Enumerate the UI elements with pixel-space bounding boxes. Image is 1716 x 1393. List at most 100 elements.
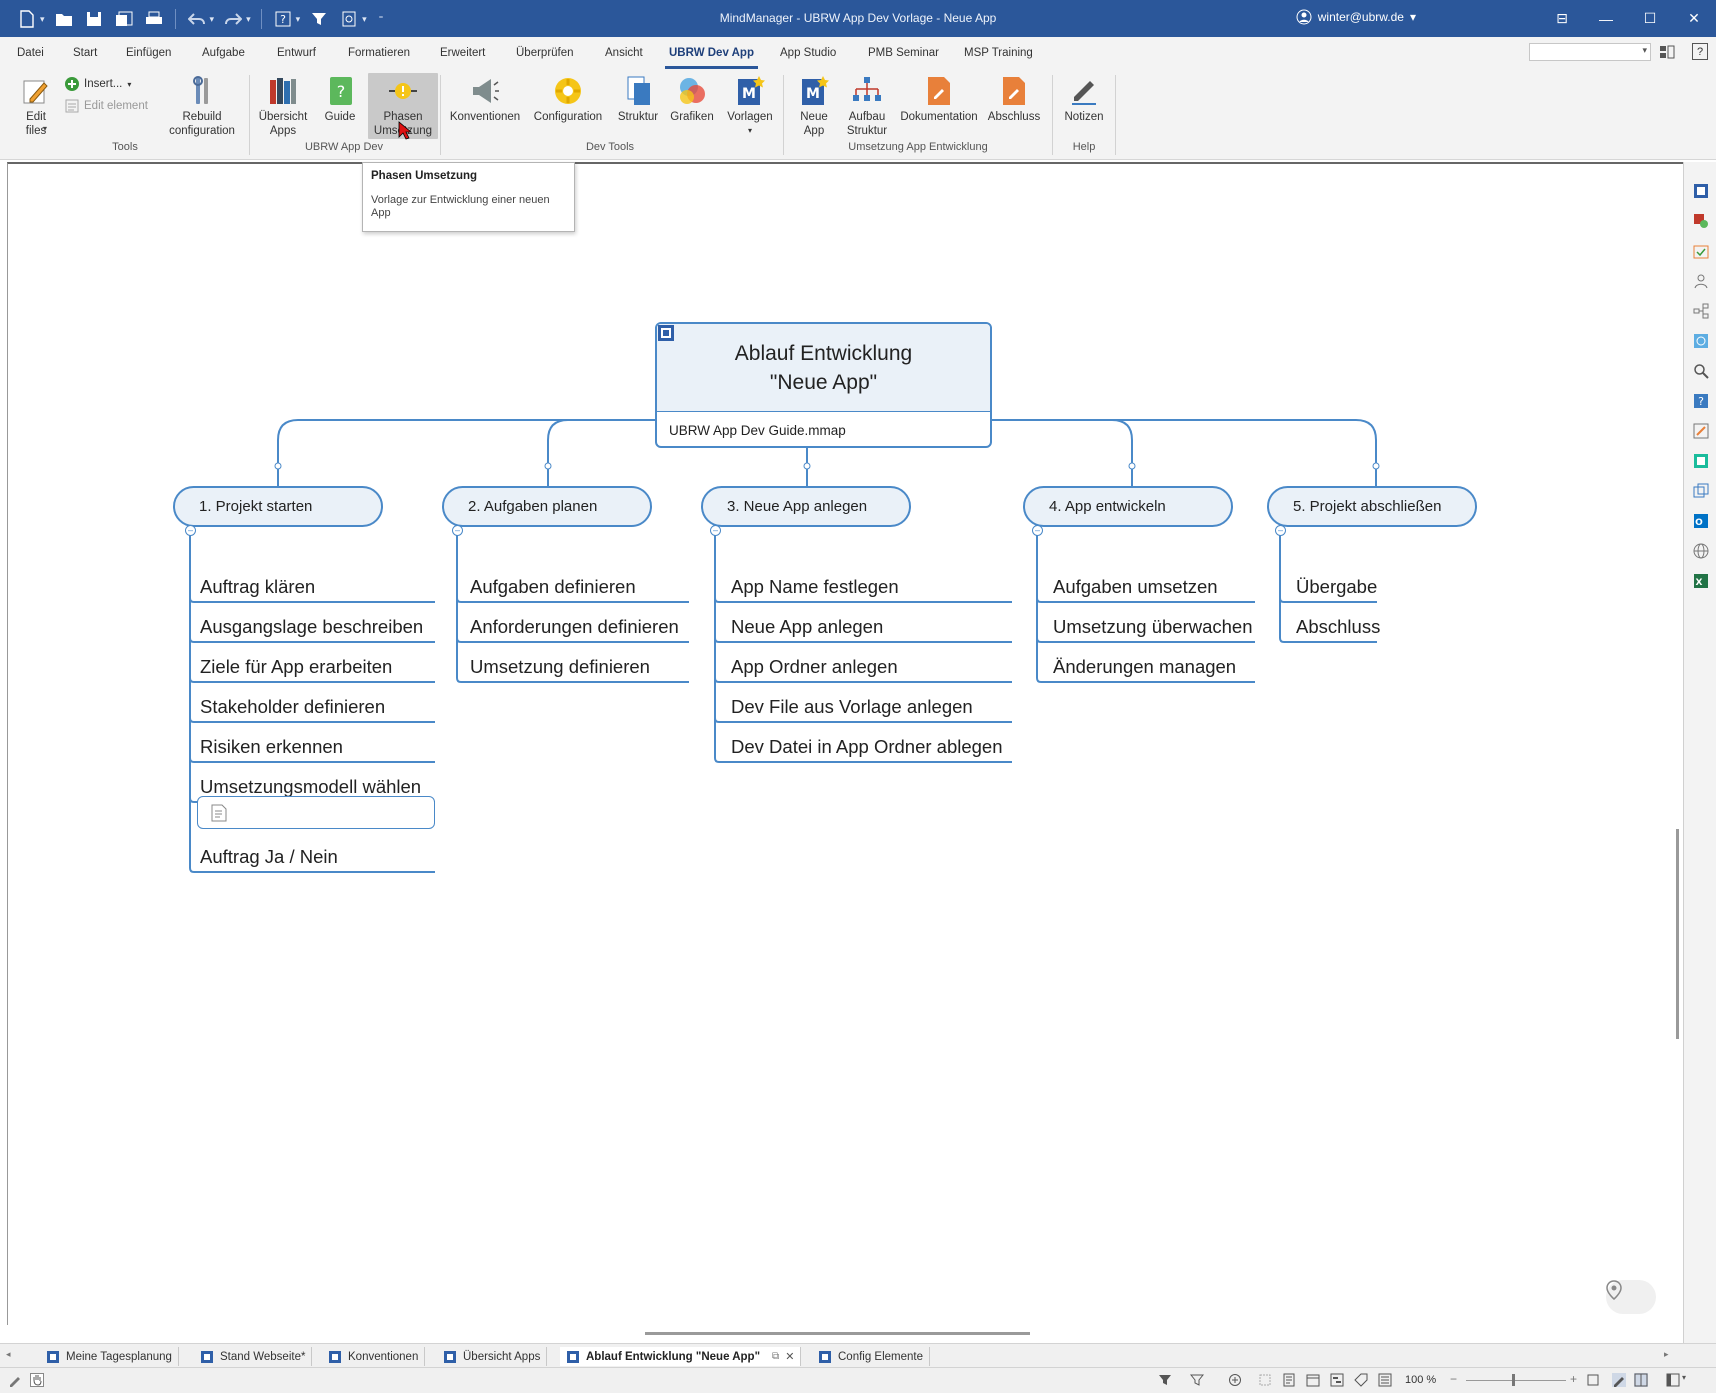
new-file-icon[interactable] bbox=[14, 7, 40, 31]
schedule-view-icon[interactable] bbox=[1306, 1373, 1320, 1387]
subtopic[interactable]: Neue App anlegen bbox=[731, 616, 884, 637]
tab-msp-training[interactable]: MSP Training bbox=[964, 47, 1033, 59]
vertical-scrollbar[interactable] bbox=[1676, 829, 1679, 1039]
subtopic[interactable]: Auftrag klären bbox=[200, 576, 316, 597]
tab-formatieren[interactable]: Formatieren bbox=[348, 47, 410, 59]
tab-ubrw-dev-app[interactable]: UBRW Dev App bbox=[665, 47, 758, 69]
tag-view-icon[interactable] bbox=[1354, 1373, 1368, 1387]
float-icon[interactable]: ⧉ bbox=[772, 1351, 780, 1362]
globe-icon[interactable] bbox=[1692, 542, 1710, 560]
map-view-icon[interactable] bbox=[1612, 1373, 1626, 1387]
configuration-button[interactable]: Configuration bbox=[530, 75, 606, 124]
doc-tab[interactable]: Übersicht Apps bbox=[437, 1347, 548, 1366]
layout-icon[interactable] bbox=[1692, 452, 1710, 470]
duplicate-icon[interactable] bbox=[1692, 482, 1710, 500]
search-input[interactable] bbox=[1529, 43, 1651, 61]
chevron-down-icon[interactable]: ▾ bbox=[209, 13, 215, 24]
chevron-down-icon[interactable]: ▾ bbox=[1682, 1373, 1687, 1382]
search-icon[interactable] bbox=[1692, 362, 1710, 380]
help-icon[interactable]: ? bbox=[270, 7, 296, 31]
open-folder-icon[interactable] bbox=[51, 7, 77, 31]
list-view-icon[interactable] bbox=[1378, 1373, 1392, 1387]
collapse-icon[interactable]: – bbox=[1032, 525, 1043, 536]
subtopic[interactable]: Dev Datei in App Ordner ablegen bbox=[731, 736, 1003, 757]
zoom-in-button[interactable]: + bbox=[1570, 1372, 1578, 1386]
library-icon[interactable] bbox=[1692, 212, 1710, 230]
main-topic[interactable]: 5. Projekt abschließen bbox=[1267, 486, 1477, 527]
split-view-icon[interactable] bbox=[1634, 1373, 1648, 1387]
filter-icon[interactable] bbox=[306, 7, 332, 31]
outline-view-icon[interactable] bbox=[1282, 1373, 1296, 1387]
hand-tool-icon[interactable] bbox=[30, 1373, 44, 1387]
tab-ueberpruefen[interactable]: Überprüfen bbox=[516, 47, 574, 59]
panel-toggle-icon[interactable] bbox=[1666, 1373, 1680, 1387]
chevron-down-icon[interactable]: ▾ bbox=[40, 13, 45, 24]
close-tab-icon[interactable]: ✕ bbox=[785, 1351, 795, 1363]
subtopic[interactable]: Risiken erkennen bbox=[200, 736, 343, 757]
close-button[interactable]: ✕ bbox=[1688, 10, 1700, 26]
print-icon[interactable] bbox=[141, 7, 167, 31]
map-index-icon[interactable] bbox=[1692, 182, 1710, 200]
notes-topic[interactable] bbox=[197, 796, 435, 829]
subtopic[interactable]: Aufgaben definieren bbox=[470, 576, 636, 597]
expand-icon[interactable] bbox=[1228, 1373, 1242, 1387]
subtopic[interactable]: Umsetzung definieren bbox=[470, 656, 650, 677]
chevron-down-icon[interactable]: ▾ bbox=[295, 13, 301, 24]
tab-app-studio[interactable]: App Studio bbox=[780, 47, 837, 59]
neue-app-button[interactable]: M Neue App bbox=[792, 75, 836, 138]
rebuild-configuration-button[interactable]: Rebuild configuration bbox=[164, 75, 240, 138]
relations-icon[interactable] bbox=[1692, 302, 1710, 320]
collapse-icon[interactable]: – bbox=[1275, 525, 1286, 536]
subtopic[interactable]: Aufgaben umsetzen bbox=[1053, 576, 1218, 597]
collapse-icon[interactable]: – bbox=[710, 525, 721, 536]
subtopic[interactable]: Dev File aus Vorlage anlegen bbox=[731, 696, 973, 717]
collapse-icon[interactable]: – bbox=[452, 525, 463, 536]
konventionen-button[interactable]: Konventionen bbox=[448, 75, 522, 124]
main-topic[interactable]: 1. Projekt starten bbox=[173, 486, 383, 527]
resource-icon[interactable] bbox=[1692, 272, 1710, 290]
redo-icon[interactable] bbox=[220, 7, 246, 31]
map-canvas[interactable]: Ablauf Entwicklung "Neue App" UBRW App D… bbox=[7, 162, 1683, 1325]
subtopic[interactable]: Auftrag Ja / Nein bbox=[200, 846, 338, 867]
subtopic[interactable]: Ausgangslage beschreiben bbox=[200, 616, 424, 637]
central-link[interactable]: UBRW App Dev Guide.mmap bbox=[657, 325, 990, 446]
maximize-button[interactable]: ☐ bbox=[1643, 10, 1657, 26]
subtopic[interactable]: Änderungen managen bbox=[1053, 656, 1237, 677]
main-topic[interactable]: 2. Aufgaben planen bbox=[442, 486, 652, 527]
doc-tab[interactable]: Konventionen bbox=[322, 1347, 426, 1366]
subtopic[interactable]: Umsetzung überwachen bbox=[1053, 616, 1253, 637]
calendar-icon[interactable] bbox=[1692, 242, 1710, 260]
tab-datei[interactable]: Datei bbox=[17, 47, 44, 59]
subtopic[interactable]: Anforderungen definieren bbox=[470, 616, 679, 637]
help-icon[interactable]: ? bbox=[1692, 43, 1708, 60]
zoom-slider-thumb[interactable] bbox=[1512, 1374, 1515, 1386]
doc-tab[interactable]: Stand Webseite* bbox=[194, 1347, 313, 1366]
scroll-left-icon[interactable]: ◂ bbox=[6, 1349, 11, 1359]
subtopic[interactable]: Abschluss bbox=[1296, 616, 1381, 637]
user-account[interactable]: winter@ubrw.de ▾ bbox=[1296, 9, 1416, 25]
subtopic[interactable]: Stakeholder definieren bbox=[200, 696, 386, 717]
zoom-out-button[interactable]: − bbox=[1450, 1372, 1458, 1386]
central-topic[interactable]: Ablauf Entwicklung "Neue App" UBRW App D… bbox=[655, 322, 992, 448]
minimize-button[interactable]: — bbox=[1599, 10, 1613, 27]
vorlagen-button[interactable]: M Vorlagen ▾ bbox=[724, 75, 776, 138]
outlook-icon[interactable]: O bbox=[1692, 512, 1710, 530]
pen-icon[interactable] bbox=[8, 1373, 22, 1387]
collapse-icon[interactable]: – bbox=[185, 525, 196, 536]
excel-icon[interactable]: X bbox=[1692, 572, 1710, 590]
edit-element-button[interactable]: Edit element bbox=[65, 99, 148, 113]
tab-aufgabe[interactable]: Aufgabe bbox=[202, 47, 245, 59]
insert-button[interactable]: Insert... ▾ bbox=[65, 77, 131, 91]
ribbon-display-options-button[interactable]: ⊟ bbox=[1556, 10, 1568, 26]
help-panel-icon[interactable]: ? bbox=[1692, 392, 1710, 410]
scroll-right-icon[interactable]: ▸ bbox=[1664, 1349, 1669, 1359]
tab-pmb-seminar[interactable]: PMB Seminar bbox=[868, 47, 939, 59]
layout-options-icon[interactable] bbox=[1656, 43, 1682, 61]
subtopic[interactable]: Umsetzungsmodell wählen bbox=[200, 776, 422, 797]
subtopic[interactable]: App Ordner anlegen bbox=[731, 656, 898, 677]
subtopic[interactable]: Übergabe bbox=[1296, 576, 1378, 597]
abschluss-button[interactable]: Abschluss bbox=[986, 75, 1042, 124]
main-topic[interactable]: 4. App entwickeln bbox=[1023, 486, 1233, 527]
main-topic[interactable]: 3. Neue App anlegen bbox=[701, 486, 911, 527]
phasen-umsetzung-button[interactable]: Phasen Umsetzung bbox=[368, 73, 438, 139]
